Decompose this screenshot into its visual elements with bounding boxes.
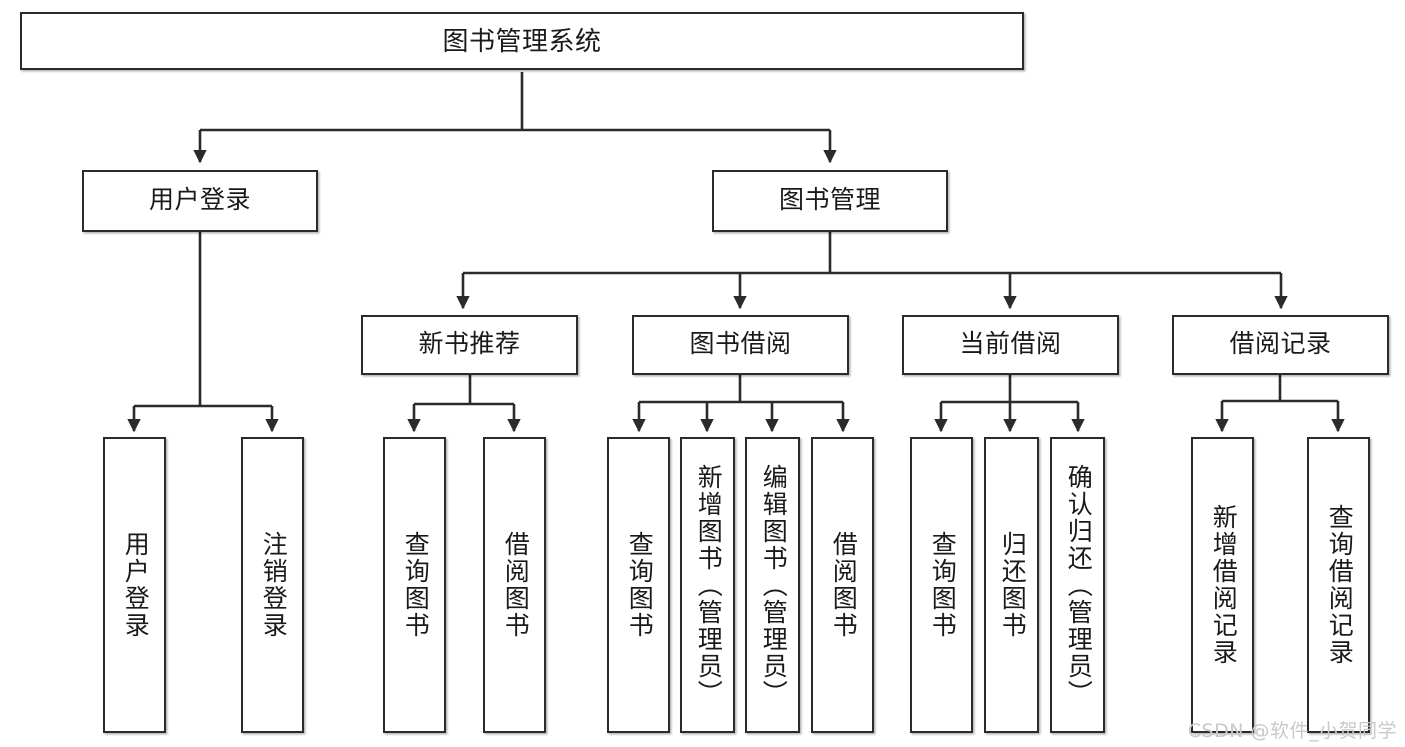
- node-new-book-recommend-label: 新书推荐: [418, 330, 521, 359]
- leaf-current-borrow-query[interactable]: 查询图书: [910, 437, 973, 733]
- leaf-user-login-login[interactable]: 用户登录: [103, 437, 166, 733]
- leaf-book-borrow-edit-label: 编辑图书（管理员）: [759, 463, 788, 707]
- node-current-borrow-label: 当前借阅: [959, 330, 1062, 359]
- node-root[interactable]: 图书管理系统: [20, 12, 1024, 70]
- node-user-login-label: 用户登录: [148, 186, 251, 215]
- leaf-borrow-record-query-label: 查询借阅记录: [1325, 504, 1354, 666]
- leaf-new-book-borrow-label: 借阅图书: [501, 531, 530, 639]
- node-book-management[interactable]: 图书管理: [712, 170, 948, 232]
- node-book-borrow[interactable]: 图书借阅: [632, 315, 849, 375]
- leaf-new-book-borrow[interactable]: 借阅图书: [483, 437, 546, 733]
- leaf-user-login-logout[interactable]: 注销登录: [241, 437, 304, 733]
- leaf-new-book-query-label: 查询图书: [401, 531, 430, 639]
- leaf-current-borrow-return-label: 归还图书: [998, 531, 1027, 639]
- node-current-borrow[interactable]: 当前借阅: [902, 315, 1119, 375]
- leaf-book-borrow-query[interactable]: 查询图书: [607, 437, 670, 733]
- node-new-book-recommend[interactable]: 新书推荐: [361, 315, 578, 375]
- leaf-book-borrow-edit[interactable]: 编辑图书（管理员）: [745, 437, 800, 733]
- leaf-current-borrow-confirm-label: 确认归还（管理员）: [1064, 463, 1093, 707]
- node-book-management-label: 图书管理: [778, 186, 881, 215]
- node-borrow-record[interactable]: 借阅记录: [1172, 315, 1389, 375]
- node-root-label: 图书管理系统: [442, 25, 602, 56]
- node-borrow-record-label: 借阅记录: [1229, 330, 1332, 359]
- leaf-book-borrow-query-label: 查询图书: [625, 531, 654, 639]
- leaf-borrow-record-add[interactable]: 新增借阅记录: [1191, 437, 1254, 733]
- leaf-borrow-record-query[interactable]: 查询借阅记录: [1307, 437, 1370, 733]
- csdn-watermark: CSDN @软件_小贺同学: [1187, 720, 1397, 742]
- leaf-current-borrow-return[interactable]: 归还图书: [984, 437, 1039, 733]
- leaf-current-borrow-confirm[interactable]: 确认归还（管理员）: [1050, 437, 1105, 733]
- leaf-borrow-record-add-label: 新增借阅记录: [1209, 504, 1238, 666]
- leaf-user-login-login-label: 用户登录: [121, 531, 150, 639]
- leaf-book-borrow-borrow[interactable]: 借阅图书: [811, 437, 874, 733]
- leaf-book-borrow-add-label: 新增图书（管理员）: [694, 463, 723, 707]
- leaf-user-login-logout-label: 注销登录: [259, 531, 288, 639]
- node-user-login[interactable]: 用户登录: [82, 170, 318, 232]
- leaf-book-borrow-borrow-label: 借阅图书: [829, 531, 858, 639]
- leaf-new-book-query[interactable]: 查询图书: [383, 437, 446, 733]
- leaf-current-borrow-query-label: 查询图书: [928, 531, 957, 639]
- leaf-book-borrow-add[interactable]: 新增图书（管理员）: [680, 437, 735, 733]
- node-book-borrow-label: 图书借阅: [689, 330, 792, 359]
